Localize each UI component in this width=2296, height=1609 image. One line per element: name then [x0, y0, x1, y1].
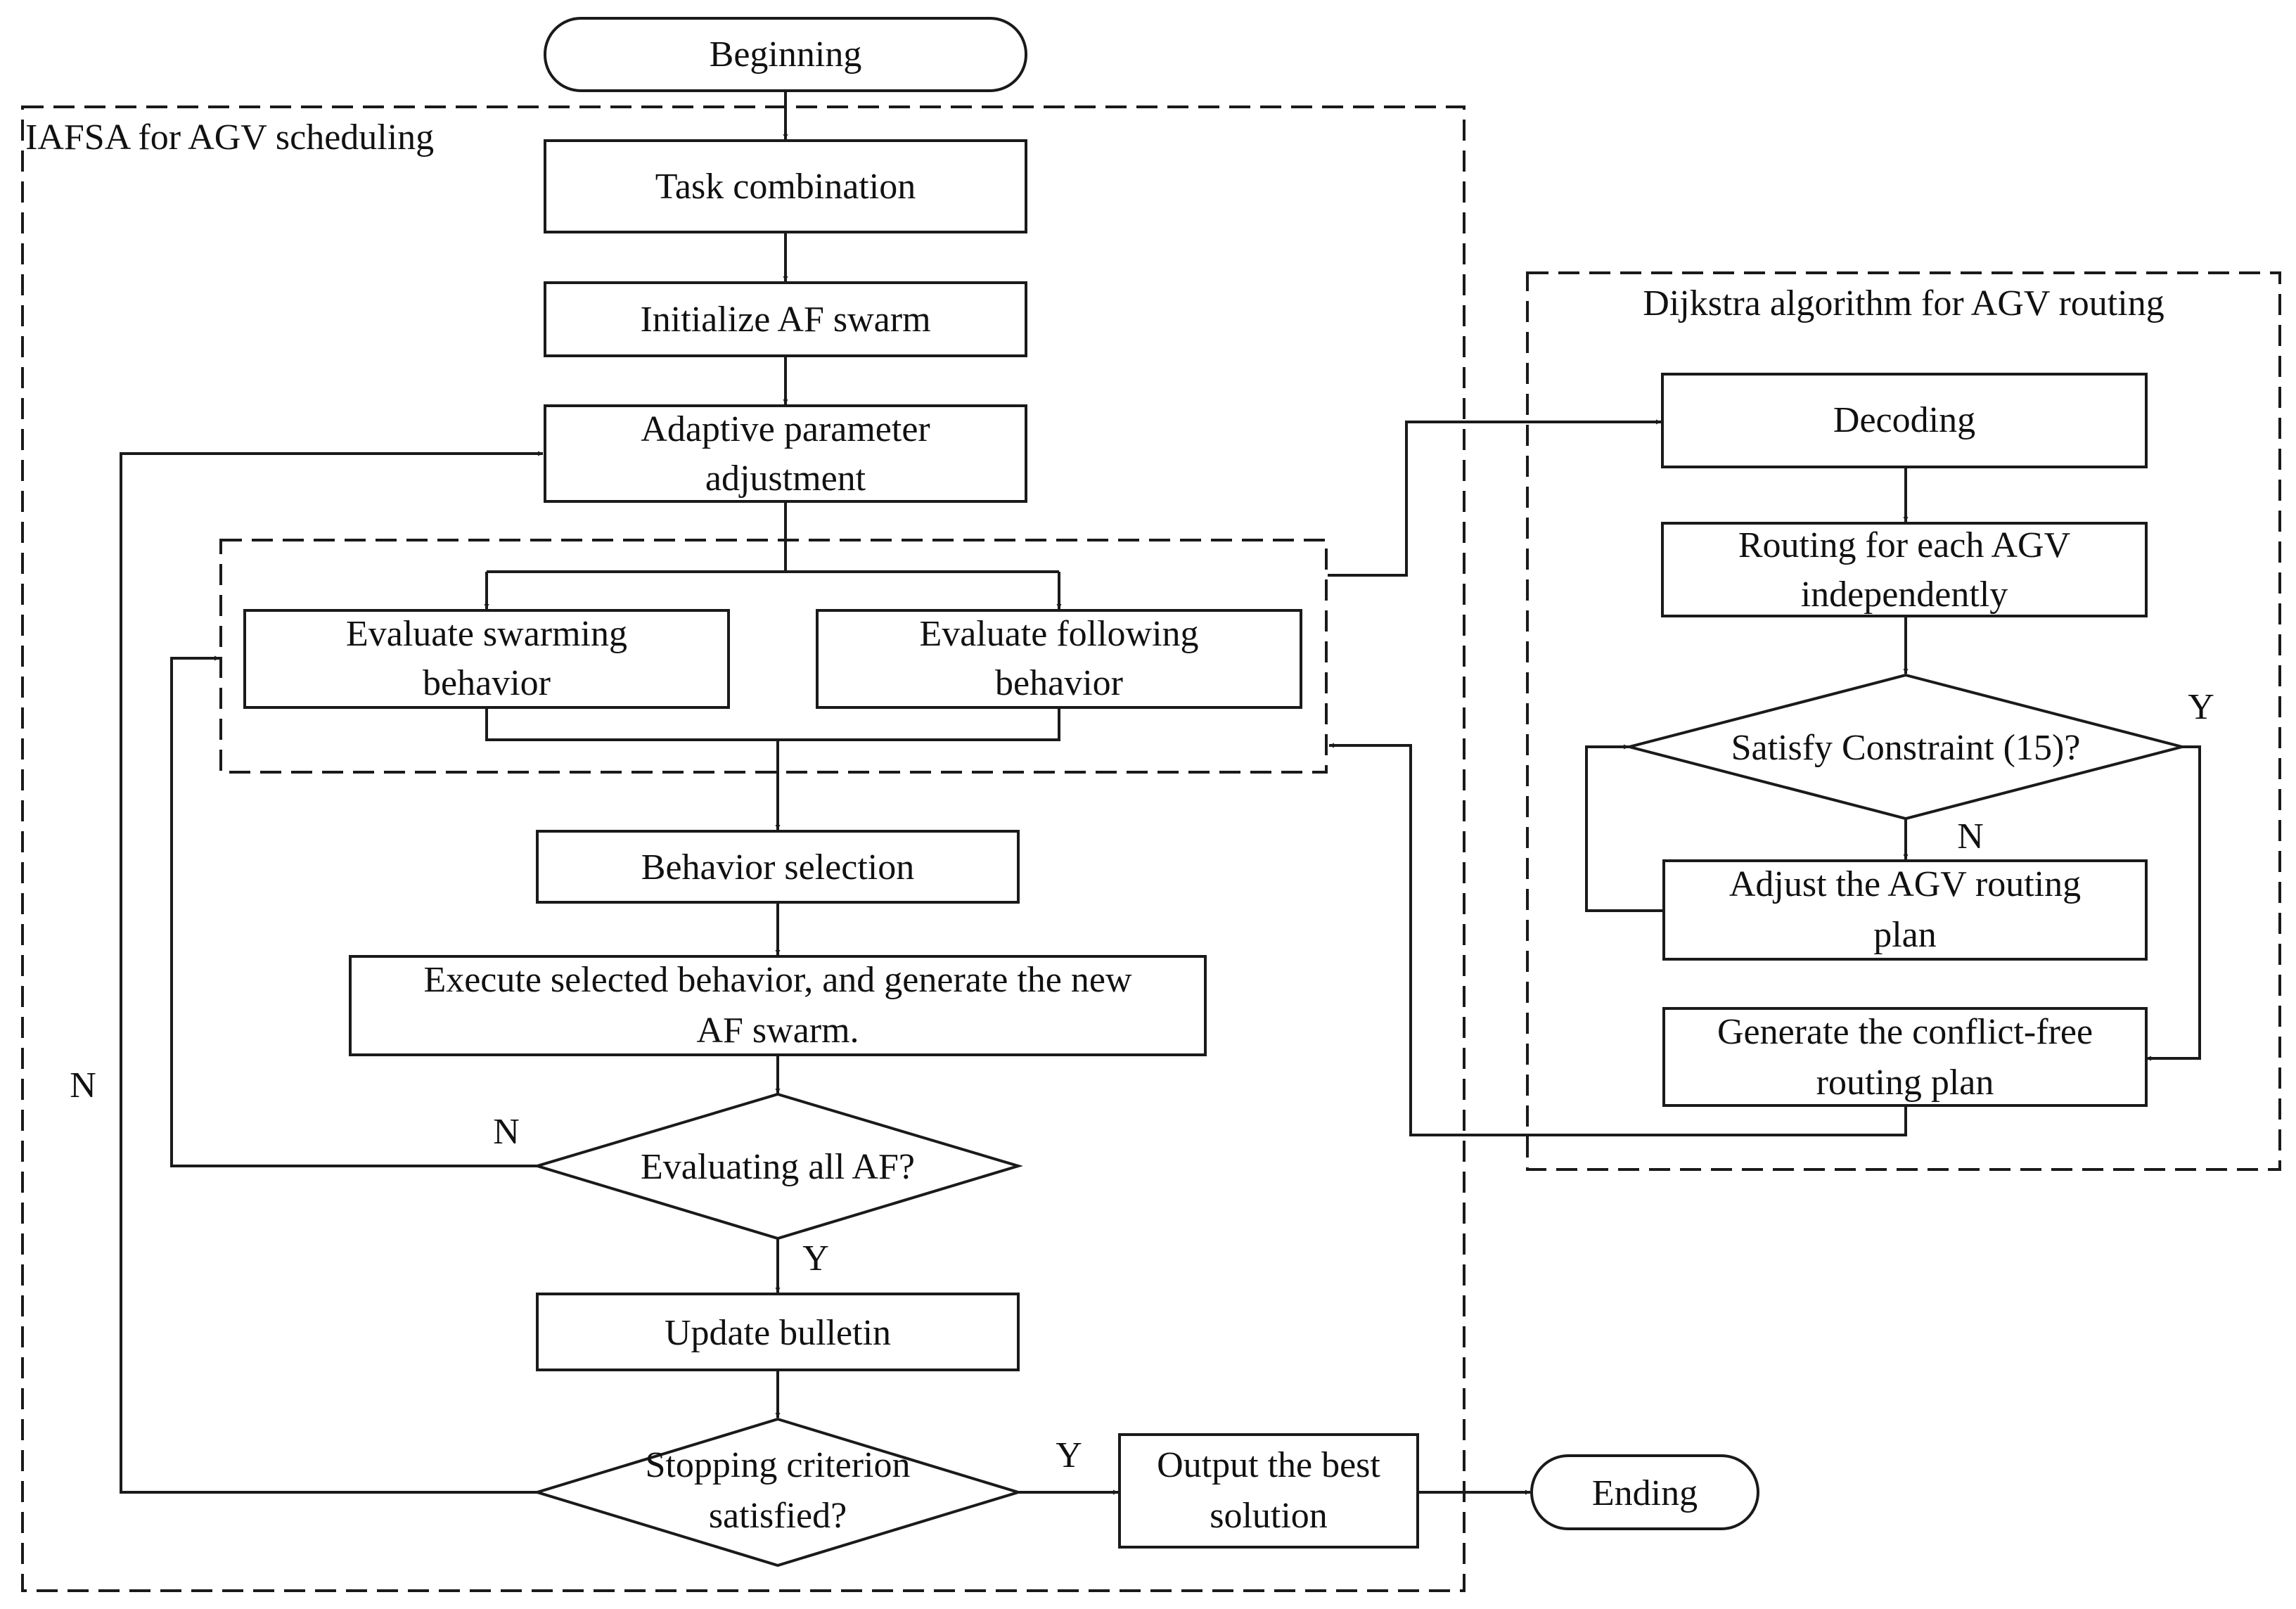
connectors: [120, 91, 2201, 1495]
process-update-bulletin: Update bulletin: [536, 1293, 1020, 1371]
node-label-line1: Evaluate following: [919, 614, 1198, 654]
node-label-line1: Evaluate swarming: [346, 614, 627, 654]
node-label-line2: satisfied?: [709, 1496, 847, 1536]
node-label-line2: plan: [1873, 915, 1937, 955]
node-label: Update bulletin: [665, 1313, 891, 1353]
edge-stopping-no-loop: [120, 451, 543, 1494]
process-generate-conflict-free-plan: Generate the conflict-free routing plan: [1662, 1007, 2148, 1107]
node-label-line1: Stopping criterion: [646, 1445, 911, 1485]
node-label-line1: Routing for each AGV: [1738, 525, 2070, 565]
decision-evaluating-all-af: Evaluating all AF?: [532, 1092, 1023, 1241]
node-label-line1: Output the best: [1157, 1445, 1380, 1485]
process-behavior-selection: Behavior selection: [536, 830, 1020, 904]
edge-constraint-yes: [2146, 745, 2201, 1061]
edge-evaluating-no-loop: [170, 655, 537, 1167]
node-label-line2: routing plan: [1816, 1063, 1994, 1103]
process-adaptive-parameter-adjustment: Adaptive parameter adjustment: [544, 404, 1027, 503]
node-label-line1: Execute selected behavior, and generate …: [423, 960, 1132, 1000]
iafsa-group-frame: [21, 105, 1466, 1592]
terminal-beginning: Beginning: [544, 17, 1027, 92]
terminal-ending: Ending: [1530, 1454, 1759, 1530]
node-label-line2: AF swarm.: [696, 1011, 859, 1051]
node-label: Task combination: [655, 167, 916, 207]
node-label: Initialize AF swarm: [640, 300, 930, 340]
process-execute-selected-behavior: Execute selected behavior, and generate …: [349, 955, 1207, 1056]
iafsa-group-title: IAFSA for AGV scheduling: [25, 117, 434, 158]
node-label-line2: behavior: [423, 663, 551, 703]
node-label: Evaluating all AF?: [641, 1147, 915, 1187]
node-label: Beginning: [710, 34, 862, 75]
edge-label-evaluating-no: N: [493, 1112, 520, 1152]
process-task-combination: Task combination: [544, 139, 1027, 233]
node-label-line2: adjustment: [705, 459, 866, 499]
edge-label-stopping-yes: Y: [1056, 1435, 1082, 1475]
edge-return-to-iafsa: [1329, 743, 1907, 1136]
edge-to-decoding: [1328, 419, 1661, 577]
decision-stopping-criterion: Stopping criterion satisfied?: [532, 1417, 1023, 1568]
node-label-line2: behavior: [995, 663, 1123, 703]
node-label: Decoding: [1833, 400, 1975, 440]
edge-label-stopping-no: N: [70, 1065, 96, 1105]
process-evaluate-swarming-behavior: Evaluate swarming behavior: [243, 609, 730, 709]
node-label: Satisfy Constraint (15)?: [1731, 728, 2081, 768]
node-label-line2: solution: [1210, 1496, 1328, 1536]
node-label: Ending: [1592, 1473, 1698, 1513]
node-label-line1: Generate the conflict-free: [1717, 1012, 2093, 1052]
process-evaluate-following-behavior: Evaluate following behavior: [816, 609, 1302, 709]
edge-branch-merge: [485, 707, 1060, 741]
process-adjust-agv-routing-plan: Adjust the AGV routing plan: [1662, 859, 2148, 961]
dijkstra-group-frame: [1526, 271, 2281, 1171]
edge-adjust-loop: [1585, 744, 1664, 912]
process-routing-each-agv: Routing for each AGV independently: [1661, 522, 2148, 617]
node-label-line2: independently: [1801, 575, 2008, 615]
process-output-best-solution: Output the best solution: [1118, 1433, 1419, 1549]
node-label-line1: Adaptive parameter: [641, 409, 930, 449]
process-initialize-af-swarm: Initialize AF swarm: [544, 281, 1027, 357]
edge-label-evaluating-yes: Y: [802, 1238, 829, 1278]
node-label-line1: Adjust the AGV routing: [1729, 864, 2081, 904]
evaluation-group-frame: [219, 539, 1328, 774]
decision-satisfy-constraint: Satisfy Constraint (15)?: [1624, 673, 2188, 821]
process-decoding: Decoding: [1661, 373, 2148, 468]
edge-label-constraint-yes: Y: [2188, 687, 2214, 727]
edge-label-constraint-no: N: [1957, 816, 1984, 857]
dijkstra-group-title: Dijkstra algorithm for AGV routing: [1643, 283, 2164, 323]
node-label: Behavior selection: [641, 847, 914, 887]
